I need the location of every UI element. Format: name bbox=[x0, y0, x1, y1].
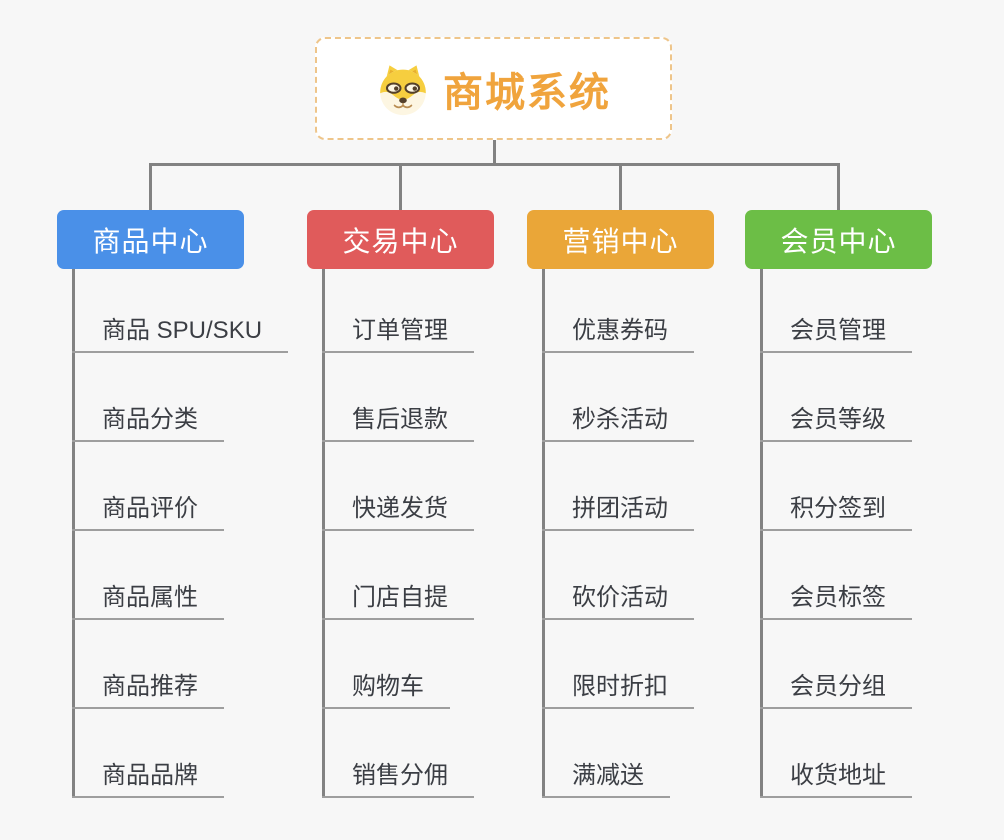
branch-spine-member-center bbox=[760, 269, 763, 798]
topic-product-center-3[interactable]: 商品评价 bbox=[72, 488, 224, 531]
topic-product-center-5[interactable]: 商品推荐 bbox=[72, 666, 224, 709]
root-title: 商城系统 bbox=[443, 70, 611, 115]
topic-product-center-4[interactable]: 商品属性 bbox=[72, 577, 224, 620]
branch-trade-center: 交易中心订单管理售后退款快递发货门店自提购物车销售分佣 bbox=[307, 210, 587, 820]
connector-drop-marketing-center bbox=[619, 163, 622, 210]
topic-marketing-center-6[interactable]: 满减送 bbox=[542, 755, 670, 798]
branch-member-center: 会员中心会员管理会员等级积分签到会员标签会员分组收货地址 bbox=[745, 210, 1004, 820]
topic-marketing-center-1[interactable]: 优惠券码 bbox=[542, 310, 694, 353]
branch-spine-product-center bbox=[72, 269, 75, 798]
connector-drop-product-center bbox=[149, 163, 152, 210]
topic-product-center-2[interactable]: 商品分类 bbox=[72, 399, 224, 442]
branch-node-member-center[interactable]: 会员中心 bbox=[745, 210, 932, 269]
topic-marketing-center-3[interactable]: 拼团活动 bbox=[542, 488, 694, 531]
branch-node-trade-center[interactable]: 交易中心 bbox=[307, 210, 494, 269]
topic-marketing-center-2[interactable]: 秒杀活动 bbox=[542, 399, 694, 442]
branch-spine-marketing-center bbox=[542, 269, 545, 798]
topic-member-center-1[interactable]: 会员管理 bbox=[760, 310, 912, 353]
topic-trade-center-5[interactable]: 购物车 bbox=[322, 666, 450, 709]
topic-trade-center-1[interactable]: 订单管理 bbox=[322, 310, 474, 353]
root-node-mall-system[interactable]: 商城系统 bbox=[315, 37, 672, 140]
connector-root-stub bbox=[493, 140, 496, 163]
branch-product-center: 商品中心商品 SPU/SKU 商品分类商品评价商品属性商品推荐商品品牌 bbox=[57, 210, 337, 820]
branch-node-product-center[interactable]: 商品中心 bbox=[57, 210, 244, 269]
topic-trade-center-4[interactable]: 门店自提 bbox=[322, 577, 474, 620]
topic-product-center-1[interactable]: 商品 SPU/SKU bbox=[72, 310, 289, 353]
topic-marketing-center-4[interactable]: 砍价活动 bbox=[542, 577, 694, 620]
topic-member-center-3[interactable]: 积分签到 bbox=[760, 488, 912, 531]
topic-member-center-4[interactable]: 会员标签 bbox=[760, 577, 912, 620]
dog-face-icon bbox=[380, 64, 426, 115]
topic-marketing-center-5[interactable]: 限时折扣 bbox=[542, 666, 694, 709]
connector-bus bbox=[149, 163, 840, 166]
topic-member-center-2[interactable]: 会员等级 bbox=[760, 399, 912, 442]
connector-drop-member-center bbox=[837, 163, 840, 210]
topic-trade-center-6[interactable]: 销售分佣 bbox=[322, 755, 474, 798]
topic-member-center-5[interactable]: 会员分组 bbox=[760, 666, 912, 709]
branch-marketing-center: 营销中心优惠券码秒杀活动拼团活动砍价活动限时折扣满减送 bbox=[527, 210, 807, 820]
topic-product-center-6[interactable]: 商品品牌 bbox=[72, 755, 224, 798]
branch-spine-trade-center bbox=[322, 269, 325, 798]
branch-node-marketing-center[interactable]: 营销中心 bbox=[527, 210, 714, 269]
connector-drop-trade-center bbox=[399, 163, 402, 210]
topic-trade-center-3[interactable]: 快递发货 bbox=[322, 488, 474, 531]
topic-member-center-6[interactable]: 收货地址 bbox=[760, 755, 912, 798]
topic-trade-center-2[interactable]: 售后退款 bbox=[322, 399, 474, 442]
